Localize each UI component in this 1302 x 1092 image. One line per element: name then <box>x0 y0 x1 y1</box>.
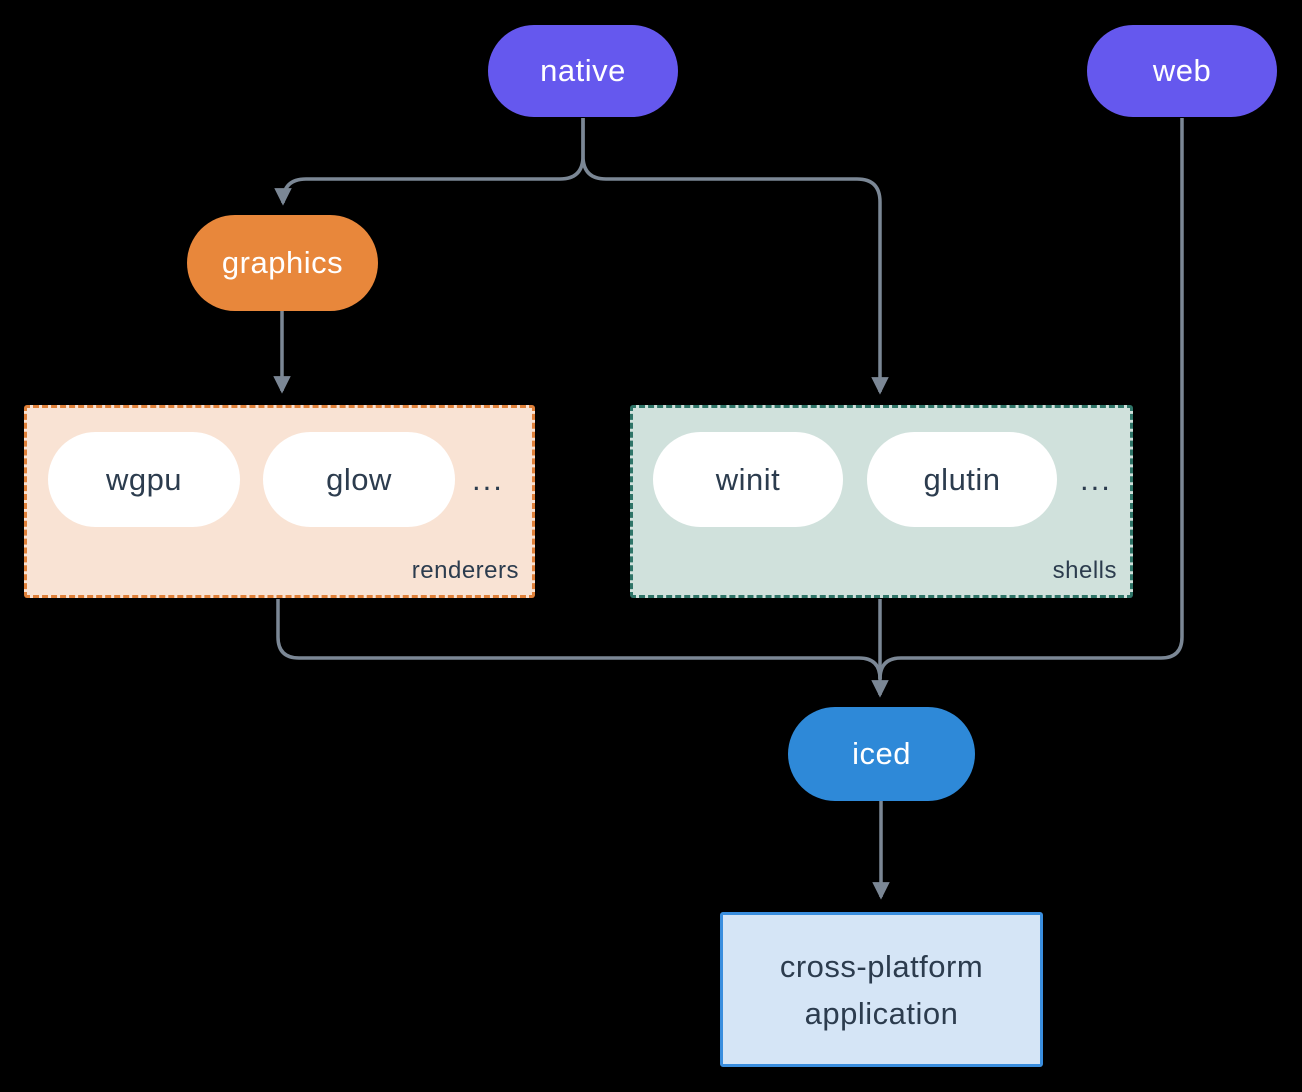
node-graphics-label: graphics <box>221 245 344 280</box>
pill-glow: glow <box>263 432 455 527</box>
node-web: web <box>1087 25 1277 117</box>
node-native-label: native <box>540 53 626 88</box>
pill-glutin: glutin <box>867 432 1057 527</box>
edge-native-graphics <box>274 118 585 206</box>
node-iced-label: iced <box>852 736 911 771</box>
pill-wgpu: wgpu <box>48 432 240 527</box>
group-label-shells: shells <box>1052 557 1117 584</box>
group-shells: winit glutin ... shells <box>630 405 1133 598</box>
pill-winit: winit <box>653 432 843 527</box>
group-label-renderers: renderers <box>411 557 519 584</box>
node-web-label: web <box>1152 53 1212 88</box>
group-renderers: wgpu glow ... renderers <box>24 405 535 598</box>
edge-renderers-merge <box>276 599 882 680</box>
node-graphics: graphics <box>187 215 378 311</box>
pill-glutin-label: glutin <box>923 461 1001 497</box>
shells-ellipsis: ... <box>1080 462 1112 497</box>
node-native: native <box>488 25 678 117</box>
node-app-label: cross-platform application <box>779 948 984 1031</box>
renderers-ellipsis: ... <box>472 462 504 497</box>
pill-wgpu-label: wgpu <box>105 461 183 497</box>
node-cross-platform-application: cross-platform application <box>720 912 1043 1067</box>
node-iced: iced <box>788 707 975 801</box>
edge-native-shells <box>581 118 889 395</box>
pill-glow-label: glow <box>326 461 392 497</box>
pill-winit-label: winit <box>715 461 781 497</box>
edge-web-merge <box>878 118 1184 680</box>
